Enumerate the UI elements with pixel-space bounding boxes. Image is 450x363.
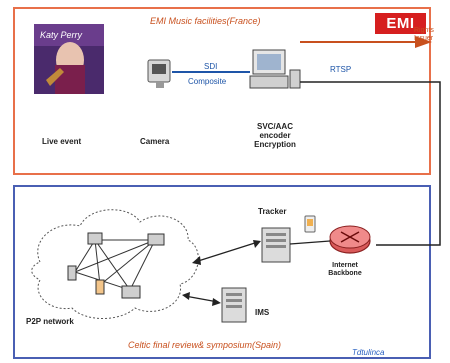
peer-phone-icon	[67, 265, 77, 281]
tracker-server-icon	[261, 227, 291, 263]
emi-logo: EMI	[375, 13, 426, 34]
live-event-label: Live event	[42, 137, 82, 146]
tracker-label: Tracker	[258, 207, 287, 216]
emi-facility-box	[13, 7, 431, 175]
ims-label: IMS	[255, 308, 270, 317]
cloud-ims-arrow	[182, 292, 221, 306]
cloud-tracker-arrow	[192, 240, 261, 265]
symposium-title: Celtic final review& symposium(Spain)	[128, 340, 282, 350]
encoder-label: SVC/AAC encoder Encryption	[254, 122, 296, 150]
live-event-photo: Katy Perry	[34, 24, 104, 94]
ims-server-icon	[221, 287, 247, 323]
rights-issuer-arrow	[300, 36, 432, 48]
peer-handheld-icon	[95, 279, 105, 295]
tracker-handheld-icon	[304, 215, 316, 233]
p2p-network-cloud	[31, 209, 199, 319]
internet-backbone-router-icon	[329, 225, 371, 254]
camera-label: Camera	[140, 137, 170, 146]
p2p-network-label: P2P network	[26, 317, 74, 326]
emi-facility-title: EMI Music facilities(France)	[150, 16, 261, 26]
composite-label: Composite	[188, 77, 227, 86]
sdi-label: SDI	[204, 62, 218, 71]
rtsp-label: RTSP	[330, 65, 352, 74]
peer-device-icon	[87, 232, 103, 245]
peer-laptop-icon	[121, 285, 141, 299]
symposium-venue-box	[13, 185, 431, 359]
camera-icon	[147, 59, 171, 88]
peer-laptop-icon	[147, 233, 165, 246]
rights-issuer-label: Rights Issuer	[414, 27, 434, 43]
partner-logo: Tdtulinca	[352, 348, 385, 357]
tracker-backbone-link	[289, 240, 331, 245]
rtsp-stream-path	[300, 81, 441, 246]
encoder-computer-icon	[249, 49, 301, 89]
internet-backbone-label: Internet Backbone	[328, 262, 362, 278]
svg-text:Katy Perry: Katy Perry	[40, 30, 83, 40]
